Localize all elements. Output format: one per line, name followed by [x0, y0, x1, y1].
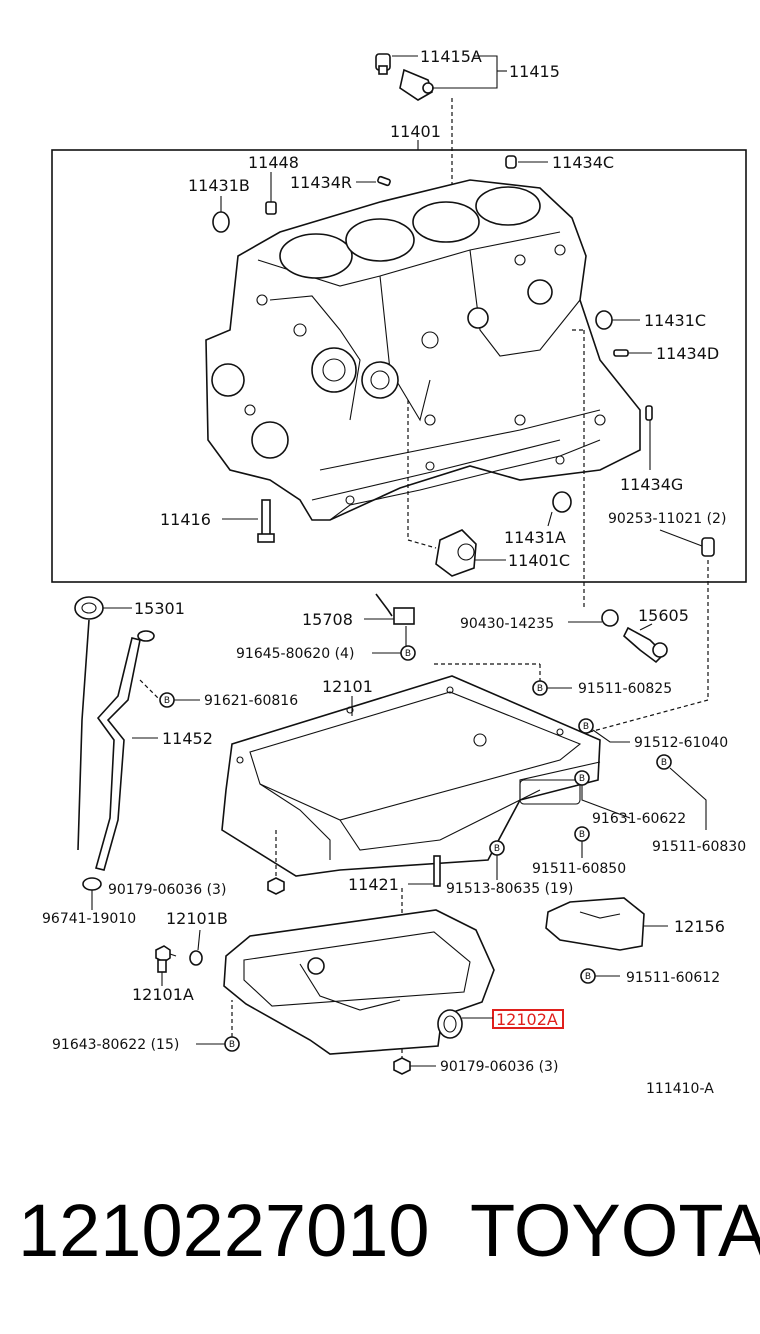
engine-block-frame — [51, 149, 747, 583]
plug-11448 — [265, 201, 277, 215]
bolt-glyph-91511-60825: B — [537, 684, 543, 694]
label-91511-60612: 91511-60612 — [626, 970, 720, 986]
bolt-callouts — [159, 645, 707, 1052]
label-11415a: 11415A — [420, 47, 482, 66]
label-91513: 91513-80635 (19) — [446, 881, 573, 897]
label-91511-60850: 91511-60850 — [532, 861, 626, 877]
label-91645: 91645-80620 (4) — [236, 646, 354, 662]
bolt-glyph-91512: B — [583, 722, 589, 732]
bolt-glyph-91511-60850: B — [579, 830, 585, 840]
bolt-glyph-91643: B — [229, 1040, 235, 1050]
label-12102a: 12102A — [496, 1010, 558, 1029]
diagram-code: 111410-A — [646, 1081, 714, 1097]
stud-11421 — [433, 855, 441, 887]
label-11434g: 11434G — [620, 475, 683, 494]
caption-brand: TOYOTA — [470, 1189, 760, 1272]
label-12101: 12101 — [322, 677, 373, 696]
label-11431a: 11431A — [504, 528, 566, 547]
bolt-glyph-91645: B — [405, 649, 411, 659]
highlight-box-12102a — [492, 1009, 564, 1029]
label-11401: 11401 — [390, 122, 441, 141]
label-90253: 90253-11021 (2) — [608, 511, 726, 527]
pin-11434g — [645, 405, 653, 421]
label-11431b: 11431B — [188, 176, 250, 195]
label-11401c: 11401C — [508, 551, 570, 570]
label-11416: 11416 — [160, 510, 211, 529]
label-91511-60825: 91511-60825 — [578, 681, 672, 697]
label-11415: 11415 — [509, 62, 560, 81]
label-11434c: 11434C — [552, 153, 614, 172]
oil-pan-lower-12102a — [223, 909, 495, 1055]
label-91621: 91621-60816 — [204, 693, 298, 709]
plug-11431b — [212, 211, 230, 233]
o-ring-96741 — [82, 877, 102, 891]
label-11452: 11452 — [162, 729, 213, 748]
dipstick-15301 — [74, 596, 104, 851]
dipstick-guide-11452 — [95, 630, 155, 871]
label-96741: 96741-19010 — [42, 911, 136, 927]
label-11434d: 11434D — [656, 344, 719, 363]
label-15708: 15708 — [302, 610, 353, 629]
label-90179-lower: 90179-06036 (3) — [440, 1059, 558, 1075]
baffle-plate-12156 — [545, 897, 645, 951]
mount-11401c — [435, 529, 477, 577]
oil-pan-upper-12101 — [221, 675, 601, 877]
label-90179-upper: 90179-06036 (3) — [108, 882, 226, 898]
bolt-11416 — [257, 499, 275, 543]
bolt-glyph-91513: B — [494, 844, 500, 854]
bolt-glyph-91511-60830: B — [661, 758, 667, 768]
label-91511-60830: 91511-60830 — [652, 839, 746, 855]
dowel-pin-90253 — [701, 537, 715, 557]
label-12156: 12156 — [674, 917, 725, 936]
bolt-glyph-91621: B — [164, 696, 170, 706]
nut-90179-lower — [393, 1057, 411, 1075]
label-15301: 15301 — [134, 599, 185, 618]
label-91643: 91643-80622 (15) — [52, 1037, 179, 1053]
oil-pressure-switch — [375, 53, 434, 101]
caption-part-number: 1210227010 — [18, 1189, 430, 1272]
label-12101b: 12101B — [166, 909, 228, 928]
bolt-glyph-91631: B — [579, 774, 585, 784]
label-11434r: 11434R — [290, 173, 352, 192]
label-12101a: 12101A — [132, 985, 194, 1004]
cylinder-block — [205, 179, 641, 521]
plug-11431c — [595, 310, 613, 330]
pin-11434d — [613, 349, 629, 357]
label-11448: 11448 — [248, 153, 299, 172]
pin-11434r — [377, 175, 391, 187]
bolt-glyph-91511-60612: B — [585, 972, 591, 982]
plug-12101b — [189, 950, 203, 966]
label-15605: 15605 — [638, 606, 689, 625]
plug-11431a — [552, 491, 572, 513]
bolt-callout-letters: B B B B B B B B B B — [164, 649, 667, 1050]
nut-90179-upper — [267, 877, 285, 895]
label-11421: 11421 — [348, 875, 399, 894]
label-91512: 91512-61040 — [634, 735, 728, 751]
oil-nozzle-15708 — [375, 593, 415, 625]
gasket-90430 — [601, 609, 619, 627]
plug-11434c — [505, 155, 517, 169]
label-11431c: 11431C — [644, 311, 706, 330]
label-91631: 91631-60622 — [592, 811, 686, 827]
drain-plug-15605 — [623, 626, 668, 664]
label-90430: 90430-14235 — [460, 616, 554, 632]
bolt-12101a — [155, 945, 177, 973]
